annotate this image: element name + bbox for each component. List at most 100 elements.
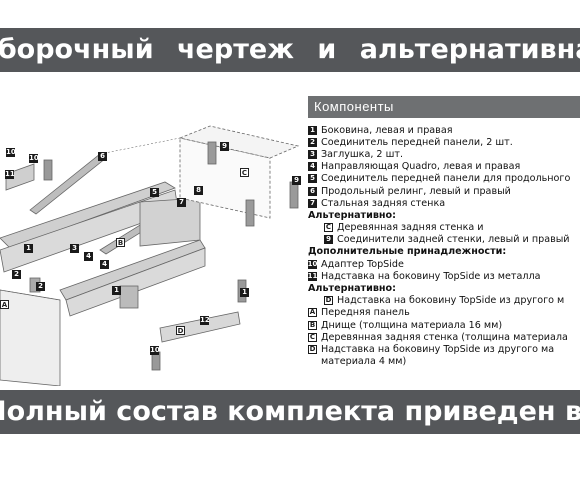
legend-marker: 3	[308, 149, 317, 159]
drawing-callout: 12	[200, 316, 210, 325]
legend-item: 7 Стальная задняя стенка	[308, 197, 580, 209]
legend-text: Надставка на боковину TopSide из металла	[321, 270, 541, 282]
topside-adapter-part	[5, 163, 35, 191]
legend-text: Деревянная задняя стенка и	[337, 222, 484, 234]
top-banner-text: Сборочный чертеж и альтернативная компле…	[0, 34, 580, 65]
rear-connector-left	[207, 141, 217, 165]
legend-marker: 5	[308, 174, 317, 184]
legend-text: Соединитель передней панели для продольн…	[321, 173, 571, 185]
drawing-callout: 4	[84, 252, 93, 261]
legend-item: 5 Соединитель передней панели для продоль…	[308, 173, 580, 185]
legend-text: Адаптер TopSide	[321, 258, 404, 270]
wooden-rear-panel-top	[178, 125, 300, 159]
legend-text: Соединитель передней панели, 2 шт.	[321, 136, 513, 148]
drawing-callout: 6	[98, 152, 107, 161]
drawing-callout: 10	[150, 346, 160, 355]
assembly-drawing-svg	[0, 125, 300, 387]
left-side-part	[0, 181, 176, 249]
legend-text: Надставка на боковину TopSide из другого…	[321, 343, 555, 355]
legend-marker: D	[308, 344, 317, 354]
legend-item: 4 Направляющая Quadro, левая и правая	[308, 161, 580, 173]
assembly-drawing: 10 10 11 6 5 7 9 C 8 9 B 4 3 1 2 2 12 D …	[0, 90, 301, 387]
legend-item: B Днище (толщина материала 16 мм)	[308, 319, 580, 331]
drawing-callout: 1	[240, 288, 249, 297]
adapter-clip	[43, 159, 53, 181]
legend-text: Деревянная задняя стенка (толщина матери…	[321, 331, 568, 343]
drawing-callout: 10	[29, 154, 39, 163]
drawing-callout: 8	[194, 186, 203, 195]
front-panel-part	[0, 289, 61, 387]
legend-text: Передняя панель	[321, 307, 410, 319]
legend-marker: 9	[324, 235, 333, 245]
legend-text: Альтернативно:	[308, 209, 396, 221]
legend-item: C Деревянная задняя стенка (толщина матер…	[308, 331, 580, 343]
legend-marker: 11	[307, 271, 318, 281]
drawing-callout: 10	[6, 148, 16, 157]
legend-item: D Надставка на боковину TopSide из другог…	[308, 295, 580, 307]
legend-marker: 1	[308, 125, 317, 135]
legend-text: Днище (толщина материала 16 мм)	[321, 319, 503, 331]
legend-text: Стальная задняя стенка	[321, 197, 446, 209]
legend-marker: C	[324, 223, 333, 233]
legend-marker: 2	[308, 137, 317, 147]
legend-text: Надставка на боковину TopSide из другого…	[337, 295, 565, 307]
legend-heading: Дополнительные принадлежности:	[308, 246, 580, 258]
legend-item: 1 Боковина, левая и правая	[308, 124, 580, 136]
legend-marker: D	[324, 296, 333, 306]
legend-marker: 7	[308, 198, 317, 208]
legend-item: 6 Продольный релинг, левый и правый	[308, 185, 580, 197]
drawing-callout: 4	[100, 260, 109, 269]
legend-marker: A	[308, 308, 317, 318]
legend-item: материала 4 мм)	[308, 356, 580, 368]
top-rail-left	[29, 153, 107, 215]
legend-marker: C	[308, 332, 317, 342]
connector-part	[119, 285, 139, 309]
legend-title: Компоненты	[308, 96, 580, 118]
legend-heading: Альтернативно:	[308, 209, 580, 221]
bottom-banner-text: Полный состав комплекта приведен в описа…	[0, 396, 580, 427]
drawing-callout: 7	[177, 198, 186, 207]
drawing-callout: 2	[36, 282, 45, 291]
legend-text: Продольный релинг, левый и правый	[321, 185, 511, 197]
top-banner: Сборочный чертеж и альтернативная компле…	[0, 28, 580, 72]
drawing-callout: 2	[12, 270, 21, 279]
drawing-callout: 3	[70, 244, 79, 253]
legend-text: Направляющая Quadro, левая и правая	[321, 161, 521, 173]
legend-item: 2 Соединитель передней панели, 2 шт.	[308, 136, 580, 148]
right-side-lower-part	[65, 247, 206, 317]
legend-text: Дополнительные принадлежности:	[308, 246, 507, 258]
rear-connector-right	[289, 181, 299, 209]
legend-item: A Передняя панель	[308, 307, 580, 319]
drawing-callout: A	[0, 300, 9, 309]
rear-steel-panel-part	[139, 197, 201, 247]
legend-item: 9 Соединители задней стенки, левый и прав…	[308, 234, 580, 246]
drawing-callout: 5	[150, 188, 159, 197]
legend-marker: B	[308, 320, 317, 330]
drawing-callout: 1	[24, 244, 33, 253]
legend-text: Альтернативно:	[308, 283, 396, 295]
bottom-banner: Полный состав комплекта приведен в описа…	[0, 390, 580, 434]
drawing-callout: B	[116, 238, 125, 247]
drawing-callout: 9	[292, 176, 301, 185]
drawing-callout: C	[240, 168, 249, 177]
drawing-callout: 9	[220, 142, 229, 151]
drawing-callout: D	[176, 326, 185, 335]
legend-item: 3 Заглушка, 2 шт.	[308, 148, 580, 160]
legend-item: D Надставка на боковину TopSide из другог…	[308, 343, 580, 355]
legend-text: материала 4 мм)	[321, 356, 407, 368]
legend-item: C Деревянная задняя стенка и	[308, 222, 580, 234]
legend-heading: Альтернативно:	[308, 282, 580, 294]
legend-text: Соединители задней стенки, левый и правы…	[337, 234, 570, 246]
legend-text: Боковина, левая и правая	[321, 124, 453, 136]
drawing-callout: 11	[5, 170, 15, 179]
legend-marker: 4	[308, 162, 317, 172]
legend-marker: 10	[307, 259, 318, 269]
rear-connector-mid	[245, 199, 255, 227]
legend-marker: 6	[308, 186, 317, 196]
legend-text: Заглушка, 2 шт.	[321, 148, 404, 160]
drawing-callout: 1	[112, 286, 121, 295]
